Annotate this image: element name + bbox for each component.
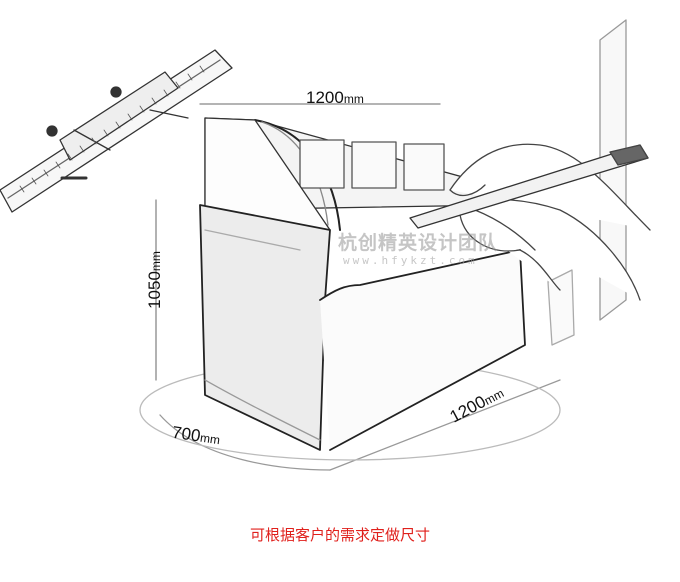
caption-text: 可根据客户的需求定做尺寸 (249, 526, 430, 544)
dimension-unit: mm (343, 92, 364, 106)
watermark-title: 杭创精英设计团队 (338, 232, 499, 254)
drawing-hands (409, 143, 651, 301)
dimension-unit: mm (148, 251, 163, 272)
watermark-url: www.hfykzt.com (343, 254, 478, 267)
dim-line-width (329, 379, 561, 471)
dimension-height: 1050mm (145, 251, 165, 309)
caliper-ruler (0, 49, 233, 213)
dimension-value: 1050 (144, 271, 164, 309)
ruler-ticks (19, 65, 205, 193)
display-cabinet (199, 117, 526, 451)
dimension-top-width: 1200mm (306, 88, 364, 108)
dimension-value: 700 (170, 422, 202, 446)
dimension-unit: mm (199, 430, 221, 448)
dimension-value: 1200 (306, 88, 344, 107)
dim-arc-depth (159, 414, 331, 471)
